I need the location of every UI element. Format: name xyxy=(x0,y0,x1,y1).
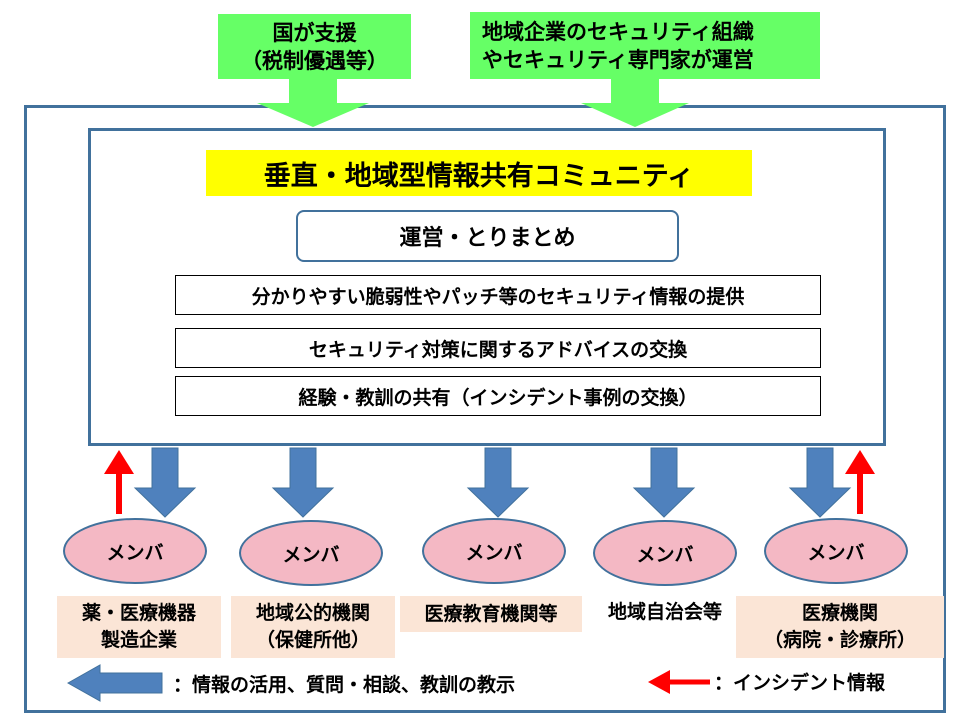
legend-red-text: ：インシデント情報 xyxy=(714,672,886,694)
red-up-arrow-icon xyxy=(104,450,134,514)
gov-support-box: 国が支援 （税制優遇等） xyxy=(218,14,411,79)
gov-support-line-1: 国が支援 xyxy=(272,20,357,45)
legend-red-arrow-icon xyxy=(648,670,710,694)
operations-box: 運営・とりまとめ xyxy=(296,210,679,262)
red-up-arrow-icon xyxy=(845,450,875,514)
member-label-public: 地域公的機関 （保健所他） xyxy=(231,596,395,658)
blue-down-arrow-icon xyxy=(788,447,852,518)
member-label-line: 製造企業 xyxy=(100,629,177,651)
member-label-line: （病院・診療所） xyxy=(763,629,916,651)
member-badge: メンバ xyxy=(63,518,207,584)
member-label-community: 地域自治会等 xyxy=(590,596,740,628)
member-badge: メンバ xyxy=(764,518,908,584)
member-label-line: 地域公的機関 xyxy=(255,602,370,624)
legend-blue-text: ：情報の活用、質問・相談、教訓の教示 xyxy=(173,674,516,696)
legend-blue-arrow-icon xyxy=(66,664,163,702)
member-label-education: 医療教育機関等 xyxy=(400,596,582,632)
blue-down-arrow-icon xyxy=(133,447,197,518)
member-label-line: 薬・医療機器 xyxy=(81,602,196,624)
blue-down-arrow-icon xyxy=(271,447,335,518)
operator-box: 地域企業のセキュリティ組織 やセキュリティ専門家が運営 xyxy=(470,12,820,79)
member-label-line: 地域自治会等 xyxy=(607,600,722,623)
member-badge: メンバ xyxy=(239,520,383,586)
member-badge: メンバ xyxy=(593,520,737,586)
member-label-medical: 医療機関 （病院・診療所） xyxy=(736,596,944,658)
activity-item: 経験・教訓の共有（インシデント事例の交換） xyxy=(175,376,821,416)
operator-line-1: 地域企業のセキュリティ組織 xyxy=(482,19,754,44)
activity-item: 分かりやすい脆弱性やパッチ等のセキュリティ情報の提供 xyxy=(175,275,821,315)
support-arrow-icon xyxy=(257,79,369,127)
blue-down-arrow-icon xyxy=(466,447,530,518)
operator-line-2: やセキュリティ専門家が運営 xyxy=(482,47,754,72)
activity-item: セキュリティ対策に関するアドバイスの交換 xyxy=(175,328,821,368)
member-label-line: 医療機関 xyxy=(801,602,878,624)
member-label-pharma: 薬・医療機器 製造企業 xyxy=(57,596,221,658)
member-badge: メンバ xyxy=(422,518,566,584)
gov-support-line-2: （税制優遇等） xyxy=(241,48,388,73)
community-title: 垂直・地域型情報共有コミュニティ xyxy=(206,150,752,196)
member-label-line: （保健所他） xyxy=(255,629,370,651)
operator-arrow-icon xyxy=(581,79,689,127)
blue-down-arrow-icon xyxy=(632,447,696,518)
member-label-line: 医療教育機関等 xyxy=(424,602,558,625)
